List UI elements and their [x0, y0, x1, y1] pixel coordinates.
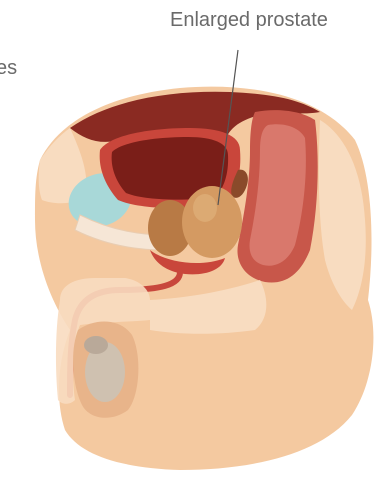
label-partial-left: es — [0, 58, 17, 78]
epididymis — [84, 336, 108, 354]
prostate-highlight — [193, 194, 217, 222]
label-enlarged-prostate: Enlarged prostate — [170, 10, 328, 30]
